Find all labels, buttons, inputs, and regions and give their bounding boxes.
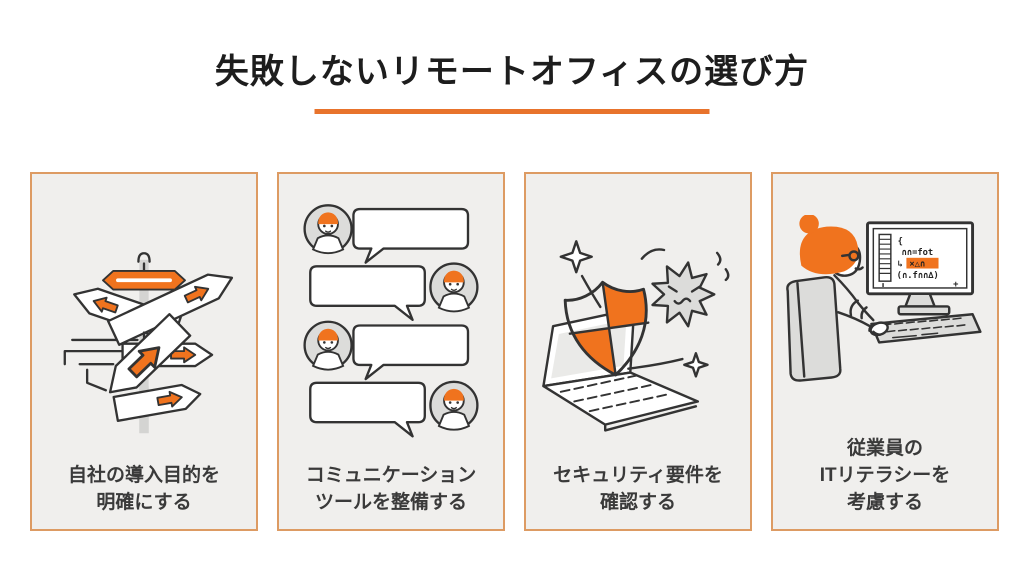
laptop-shield-virus-icon [542,239,730,432]
sign-sketch-lines [63,338,139,365]
code-line: ×△∩ [909,259,925,269]
code-arrow: ↳ [898,259,903,269]
crossed-signpost-icon [63,251,234,433]
monitor-stand [897,292,951,315]
speech-bubble-icon [309,265,426,322]
caption-line: 自社の導入目的を [67,465,220,486]
monitor-icon: { ∩∩=fot ↳ ×△∩ (∩.f∩∩∆) + [866,220,975,295]
it-literacy-illustration: { ∩∩=fot ↳ ×△∩ (∩.f∩∩∆) + [773,174,997,435]
avatar-icon [303,320,353,371]
code-line: ∩∩=fot [902,247,934,257]
sparkle-icon [559,239,593,273]
card-clarify-purpose: 自社の導入目的を 明確にする [30,172,258,531]
signpost-top-banner [102,269,186,291]
shield-icon [563,280,650,376]
direction-sign-diagonal [108,312,192,393]
speech-bubble-icon [352,324,470,381]
person-icon [799,214,875,321]
hair-bun [799,214,819,233]
caption-line: 確認する [599,492,676,513]
code-line: (∩.f∩∩∆) [897,271,939,281]
office-chair-icon [786,275,842,382]
speech-bubble-icon [309,381,426,438]
avatar-icon [429,262,479,313]
card-security-requirements: セキュリティ要件を 確認する [524,172,752,531]
person-at-computer-icon: { ∩∩=fot ↳ ×△∩ (∩.f∩∩∆) + [786,214,982,382]
caption-line: ITリテラシーを [819,465,951,486]
avatar-icon [429,380,479,431]
title-underline [314,109,710,114]
code-cursor: + [953,280,958,290]
speech-bubble-icon [352,207,470,264]
page-title: 失敗しないリモートオフィスの選び方 [214,53,810,91]
security-illustration [526,174,750,462]
card-communication-tools: コミュニケーション ツールを整備する [277,172,505,531]
cards-row: 自社の導入目的を 明確にする [30,172,999,531]
sparkle-icon [683,351,709,378]
keyboard-icon [870,312,982,344]
caption-line: 明確にする [96,492,192,513]
card-it-literacy: { ∩∩=fot ↳ ×△∩ (∩.f∩∩∆) + [771,172,999,531]
caption-line: 考慮する [846,492,923,513]
card-caption: コミュニケーション ツールを整備する [306,462,477,529]
virus-icon [651,251,730,327]
direction-sign-bottom [112,383,202,422]
caption-line: コミュニケーション [305,465,477,486]
caption-line: セキュリティ要件を [553,465,723,486]
motion-lines [849,298,868,319]
chat-illustration [279,174,503,462]
code-highlight [906,257,939,269]
avatar-icon [303,204,353,255]
direction-sign-upright [106,272,234,346]
chat-conversation-icon [303,204,479,438]
hair [799,226,859,274]
code-brace: { [898,237,903,247]
card-caption: 従業員の ITリテラシーを 考慮する [820,435,951,529]
caption-line: 従業員の [846,438,923,459]
arm [837,310,871,327]
card-caption: 自社の導入目的を 明確にする [68,462,220,529]
signpost-illustration [32,174,256,462]
card-caption: セキュリティ要件を 確認する [553,462,723,529]
caption-line: ツールを整備する [314,492,467,513]
